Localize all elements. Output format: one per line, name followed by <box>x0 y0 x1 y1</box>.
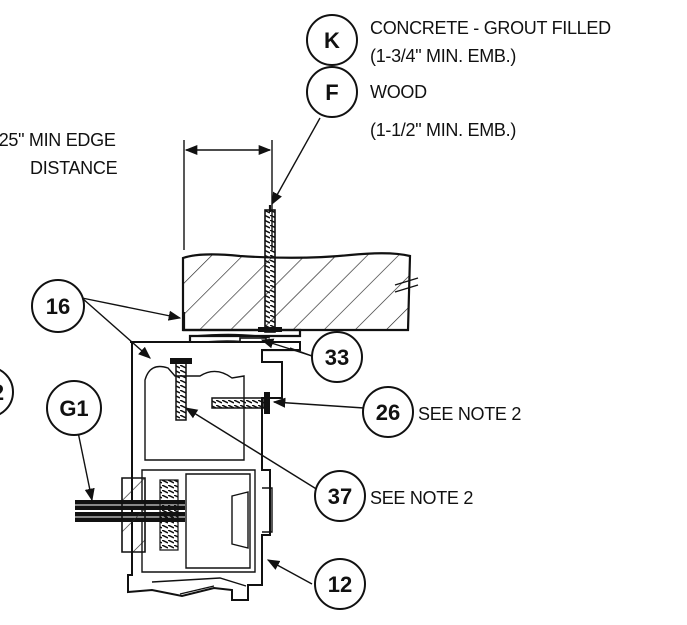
note-k-line1: CONCRETE - GROUT FILLED <box>370 18 611 38</box>
svg-text:K: K <box>324 28 340 53</box>
note-k-line2: (1-3/4" MIN. EMB.) <box>370 46 516 66</box>
frame-extrusion <box>127 341 301 601</box>
note-edge-line1: .25" MIN EDGE <box>0 130 116 150</box>
callout-g1: G1 <box>46 380 102 436</box>
callout-37: 37 <box>314 470 366 522</box>
svg-text:37: 37 <box>328 484 352 509</box>
glass-infill <box>75 477 185 553</box>
note-edge-line2: DISTANCE <box>30 158 118 178</box>
callout-12: 12 <box>314 558 366 610</box>
callout-26: 26 <box>362 386 414 438</box>
callout-k: K <box>306 14 358 66</box>
svg-text:33: 33 <box>325 345 349 370</box>
leader-lines <box>77 117 365 585</box>
note-f-line2: (1-1/2" MIN. EMB.) <box>370 120 516 140</box>
callout-16: 16 <box>31 279 85 333</box>
screw-37 <box>170 358 192 421</box>
note-37: SEE NOTE 2 <box>370 488 473 508</box>
note-f-line1: WOOD <box>370 82 427 102</box>
note-26: SEE NOTE 2 <box>418 404 521 424</box>
callout-left-partial: 2 <box>0 368 14 416</box>
screw-26 <box>211 392 270 414</box>
svg-text:G1: G1 <box>59 396 88 421</box>
svg-text:16: 16 <box>46 294 70 319</box>
svg-text:12: 12 <box>328 572 352 597</box>
substrate-block <box>181 252 419 332</box>
callout-f: F <box>306 66 358 118</box>
svg-text:F: F <box>325 80 338 105</box>
edge-distance-dimension <box>183 140 273 250</box>
svg-text:26: 26 <box>376 400 400 425</box>
svg-text:2: 2 <box>0 380 4 405</box>
callout-33: 33 <box>311 331 363 383</box>
